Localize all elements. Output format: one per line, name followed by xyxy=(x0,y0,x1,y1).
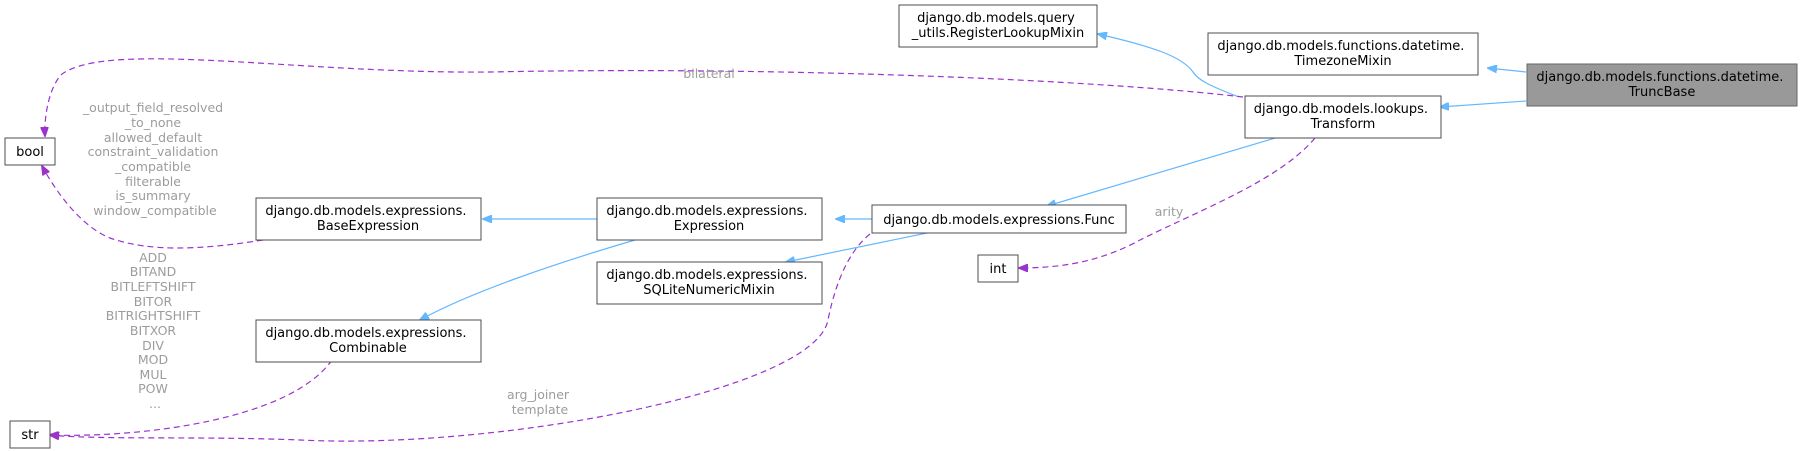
node-func[interactable]: django.db.models.expressions.Func xyxy=(871,204,1127,234)
edge-label-str-combinable: ADD BITAND BITLEFTSHIFT BITOR BITRIGHTSH… xyxy=(106,250,205,411)
node-label-line: TimezoneMixin xyxy=(1293,54,1391,69)
node-label-line: django.db.models.functions.datetime. xyxy=(1217,39,1464,54)
svg-text:django.db.models.expressions.F: django.db.models.expressions.Func xyxy=(883,213,1115,228)
edge-label-line: arity xyxy=(1155,204,1184,219)
edge-label-arity: arity xyxy=(1155,204,1184,219)
edge-label-line: _compatible xyxy=(114,159,191,174)
node-label-line: bool xyxy=(16,145,44,160)
node-label-line: SQLiteNumericMixin xyxy=(643,283,775,298)
edge-label-bool-attributes: _output_field_resolved _to_none allowed_… xyxy=(82,100,227,218)
node-label-line: django.db.models.expressions. xyxy=(265,326,466,341)
node-label-line: Expression xyxy=(674,219,745,234)
svg-text:int: int xyxy=(990,262,1007,277)
svg-text:django.db.models.lookups.: django.db.models.lookups. Transform xyxy=(1254,102,1432,132)
edge-label-line: DIV xyxy=(142,338,164,353)
node-combinable[interactable]: django.db.models.expressions. Combinable xyxy=(255,319,482,363)
edge-label-line: BITLEFTSHIFT xyxy=(111,279,196,294)
node-bool[interactable]: bool xyxy=(4,137,56,166)
edge-transform-to-registerlookupmixin xyxy=(1098,34,1240,98)
node-sqlitenumericmixin[interactable]: django.db.models.expressions. SQLiteNume… xyxy=(596,261,823,305)
svg-text:str: str xyxy=(21,428,39,443)
edge-label-line: ADD xyxy=(139,250,167,265)
edge-label-line: POW xyxy=(138,381,168,396)
edge-label-line: _to_none xyxy=(124,115,182,130)
edge-label-line: BITOR xyxy=(134,294,173,309)
node-label-line: str xyxy=(21,428,39,443)
edge-label-line: template xyxy=(512,402,569,417)
node-label-line: TruncBase xyxy=(1628,85,1696,100)
svg-text:bool: bool xyxy=(16,145,44,160)
node-label-line: django.db.models.query xyxy=(917,11,1075,26)
node-registerlookupmixin[interactable]: django.db.models.query _utils.RegisterLo… xyxy=(898,4,1098,48)
svg-text:django.db.models.query _: django.db.models.query _utils.RegisterLo… xyxy=(911,11,1084,41)
edge-label-line: ... xyxy=(149,396,161,411)
node-expression[interactable]: django.db.models.expressions. Expression xyxy=(596,197,823,241)
node-timezonemixin[interactable]: django.db.models.functions.datetime. Tim… xyxy=(1207,32,1479,76)
node-baseexpression[interactable]: django.db.models.expressions. BaseExpres… xyxy=(255,197,482,241)
edge-label-line: BITRIGHTSHIFT xyxy=(106,308,201,323)
node-label-line: Transform xyxy=(1310,117,1376,132)
svg-text:django.db.models.expressions.: django.db.models.expressions. SQLiteNume… xyxy=(606,268,811,298)
edge-label-bilateral: bilateral xyxy=(683,66,734,81)
svg-text:django.db.models.functions.dat: django.db.models.functions.datetime. Tim… xyxy=(1217,39,1468,69)
node-label-line: django.db.models.expressions. xyxy=(265,204,466,219)
node-truncbase[interactable]: django.db.models.functions.datetime. Tru… xyxy=(1526,63,1798,107)
node-str[interactable]: str xyxy=(9,420,51,449)
edge-baseexpression-to-bool xyxy=(42,166,264,249)
node-label-line: django.db.models.lookups. xyxy=(1254,102,1428,117)
edge-label-line: bilateral xyxy=(683,66,734,81)
node-label-line: BaseExpression xyxy=(317,219,419,234)
edge-func-to-sqlitenumericmixin xyxy=(786,232,928,262)
node-label-line: django.db.models.expressions. xyxy=(606,268,807,283)
node-label-line: _utils.RegisterLookupMixin xyxy=(911,26,1084,41)
node-label-line: django.db.models.expressions. xyxy=(606,204,807,219)
node-label-line: django.db.models.expressions.Func xyxy=(883,213,1115,228)
edge-label-line: BITXOR xyxy=(130,323,177,338)
edge-func-to-transform xyxy=(1047,137,1276,206)
edge-label-line: BITAND xyxy=(130,264,176,279)
svg-text:django.db.models.functions.dat: django.db.models.functions.datetime. Tru… xyxy=(1536,70,1787,100)
edge-label-line: allowed_default xyxy=(104,130,202,145)
node-label-line: Combinable xyxy=(329,341,407,356)
edge-transform-to-bool xyxy=(45,58,1244,136)
edge-expression-to-combinable xyxy=(420,239,636,320)
edge-truncbase-to-timezonemixin xyxy=(1488,68,1527,72)
edge-label-line: MUL xyxy=(140,367,167,382)
svg-text:django.db.models.expressions.: django.db.models.expressions. Expression xyxy=(606,204,811,234)
edge-label-line: MOD xyxy=(138,352,168,367)
edge-combinable-to-str xyxy=(50,359,333,435)
edge-label-line: _output_field_resolved xyxy=(82,100,223,115)
edge-label-str-func: arg_joiner template xyxy=(507,387,573,417)
node-int[interactable]: int xyxy=(977,254,1019,283)
node-transform[interactable]: django.db.models.lookups. Transform xyxy=(1244,95,1442,139)
edge-label-line: filterable xyxy=(125,174,181,189)
edge-label-line: constraint_validation xyxy=(88,144,219,159)
svg-text:django.db.models.expressions.: django.db.models.expressions. Combinable xyxy=(265,326,470,356)
edge-truncbase-to-transform xyxy=(1440,100,1527,107)
node-label-line: django.db.models.functions.datetime. xyxy=(1536,70,1783,85)
edge-transform-to-int xyxy=(1019,137,1316,268)
svg-text:django.db.models.expressions.: django.db.models.expressions. BaseExpres… xyxy=(265,204,470,234)
edge-label-line: is_summary xyxy=(115,188,191,203)
edge-label-line: window_compatible xyxy=(93,203,217,218)
edge-label-line: arg_joiner xyxy=(507,387,570,402)
node-label-line: int xyxy=(990,262,1007,277)
